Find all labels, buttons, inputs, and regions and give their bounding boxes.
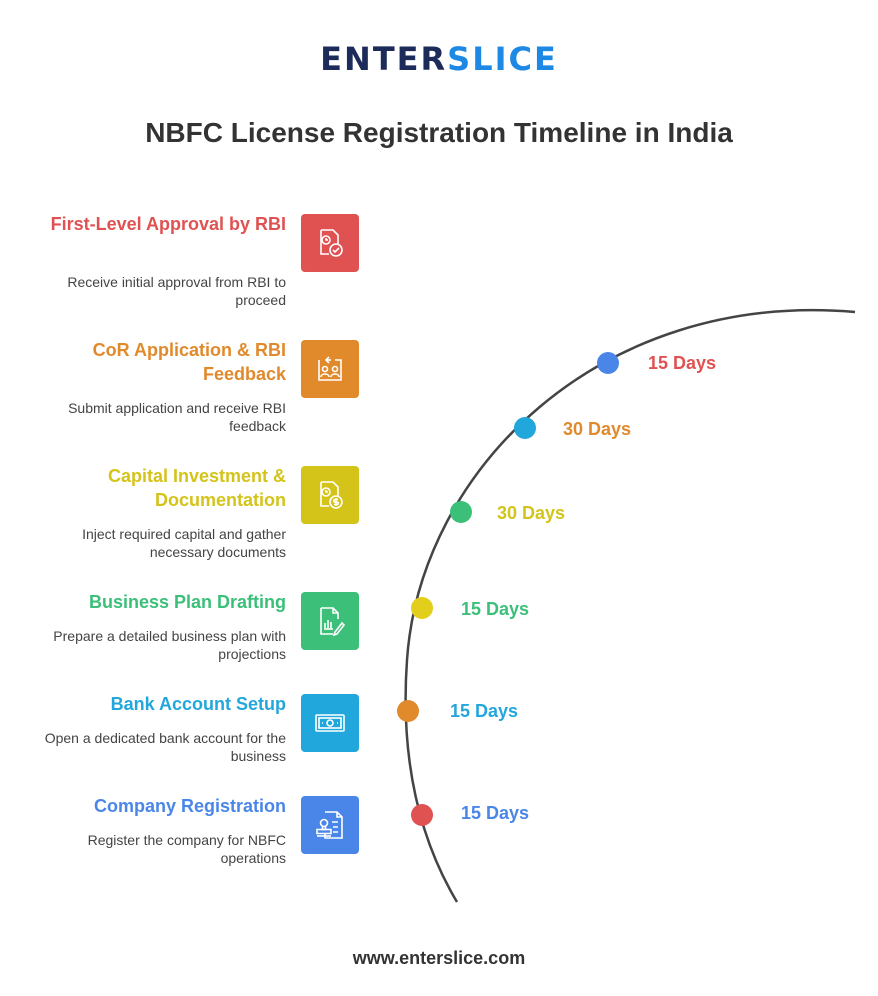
duration-label: 15 Days	[648, 353, 717, 373]
timeline-dot	[597, 352, 619, 374]
stamp-document-icon	[301, 796, 359, 854]
step-description: Register the company for NBFC operations	[87, 832, 286, 866]
duration-label: 15 Days	[461, 599, 530, 619]
page-title: NBFC License Registration Timeline in In…	[145, 117, 733, 148]
step-title: Business Plan Drafting	[88, 592, 286, 612]
footer-url: www.enterslice.com	[352, 948, 526, 968]
timeline-dot	[397, 700, 419, 722]
timeline-dot	[411, 804, 433, 826]
step-description: Receive initial approval from RBI to pro…	[67, 274, 286, 308]
clock-check-icon	[301, 214, 359, 272]
logo-part-enter: ENTER	[320, 40, 448, 78]
step-title: Capital Investment & Documentation	[107, 466, 286, 510]
duration-label: 15 Days	[461, 803, 530, 823]
banknote-icon	[301, 694, 359, 752]
document-chart-icon	[301, 592, 359, 650]
step-title: Bank Account Setup	[110, 694, 286, 714]
enterslice-logo: ENTERSLICE	[0, 40, 878, 78]
step-description: Prepare a detailed business plan with pr…	[53, 628, 286, 662]
step-title: First-Level Approval by RBI	[50, 214, 286, 234]
step-description: Inject required capital and gather neces…	[82, 526, 286, 560]
duration-label: 30 Days	[497, 503, 566, 523]
duration-label: 15 Days	[450, 701, 519, 721]
timeline-dot	[450, 501, 472, 523]
step-description: Open a dedicated bank account for the bu…	[44, 730, 286, 764]
step-title: Company Registration	[93, 796, 286, 816]
step-description: Submit application and receive RBI feedb…	[68, 400, 286, 434]
clock-dollar-icon	[301, 466, 359, 524]
people-exchange-icon	[301, 340, 359, 398]
timeline-dot	[411, 597, 433, 619]
logo-part-slice: SLICE	[447, 40, 558, 78]
step-title: CoR Application & RBI Feedback	[92, 340, 286, 384]
duration-label: 30 Days	[563, 419, 632, 439]
timeline-dot	[514, 417, 536, 439]
